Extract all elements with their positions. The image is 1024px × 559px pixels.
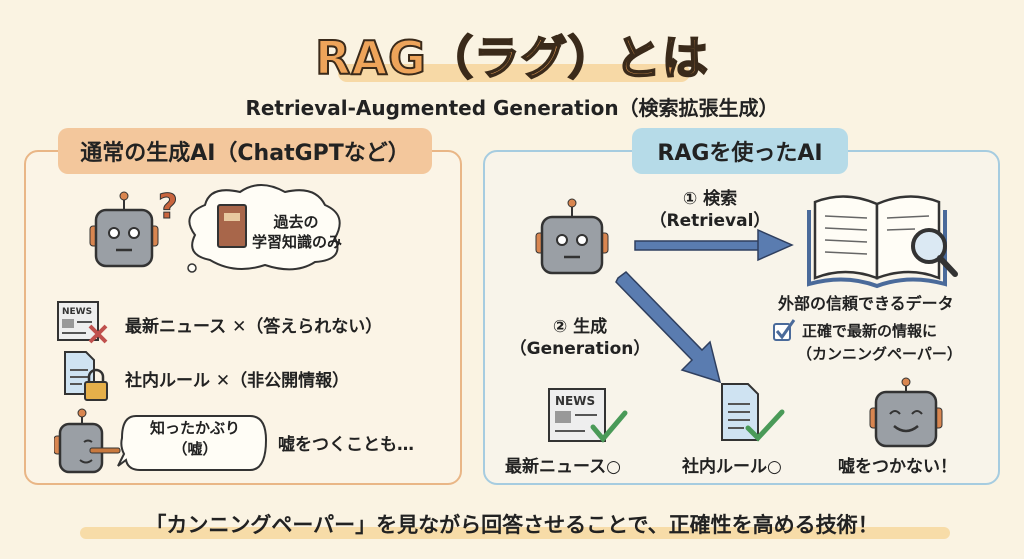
news-badge-text: NEWS [62, 307, 92, 317]
hallucination-text: 嘘をつくことも… [278, 435, 414, 455]
thought-cloud [187, 184, 341, 273]
subtitle: Retrieval-Augmented Generation（検索拡張生成） [245, 96, 779, 120]
flow-arrows [615, 228, 794, 384]
retrieval-arrow [634, 228, 794, 262]
external-data-label: 外部の信頼できるデータ [778, 294, 954, 313]
speech-bubble [117, 415, 268, 471]
bubble-text-line1: 知ったかぶり [149, 419, 240, 437]
check-icon [745, 409, 785, 442]
document-checked-icon [721, 383, 785, 442]
internal-rules-row: 社内ルール ✕（非公開情報） [125, 371, 350, 391]
step2-sub: （Generation） [509, 339, 651, 359]
smiling-robot-icon [869, 377, 943, 448]
footer-highlight [80, 527, 950, 539]
step1-label: ① 検索 [682, 189, 738, 209]
question-mark-icon: ? [158, 188, 178, 227]
generation-arrow [615, 271, 722, 384]
lock-icon [84, 381, 108, 401]
step1-sub: （Retrieval） [649, 211, 771, 231]
accurate-info-label: 正確で最新の情報に [802, 322, 938, 340]
rag-robot-icon [535, 198, 609, 275]
step2-label: ② 生成 [552, 317, 608, 337]
lying-robot-icon [54, 408, 121, 474]
check-icon [590, 410, 628, 443]
title-highlight [338, 64, 690, 82]
bubble-text-line2: （嘘） [172, 440, 218, 458]
news-badge-text: NEWS [555, 394, 595, 408]
cloud-text-line1: 過去の [273, 213, 319, 231]
cheat-sheet-label: （カンニングペーパー） [797, 345, 962, 363]
checkbox-checked-icon [773, 319, 796, 341]
rag-ai-header: RAGを使ったAI [632, 128, 848, 174]
result-no-lies: 嘘をつかない！ [838, 457, 957, 477]
long-nose [89, 447, 121, 454]
result-internal-rules: 社内ルール○ [682, 457, 782, 477]
confused-robot-icon: ? [89, 188, 178, 268]
page-title: RAG（ラグ）とは [314, 30, 709, 86]
open-book-magnifier-icon [807, 195, 958, 289]
latest-news-row: 最新ニュース ✕（答えられない） [125, 317, 383, 337]
news-checked-icon: NEWS [548, 388, 628, 443]
magnifier-icon [911, 228, 947, 264]
standard-ai-header: 通常の生成AI（ChatGPTなど） [58, 128, 432, 174]
book-icon [217, 204, 247, 248]
locked-document-icon [64, 351, 108, 401]
cross-icon [88, 324, 108, 344]
result-latest-news: 最新ニュース○ [505, 457, 621, 477]
footer-summary: 「カンニングペーパー」を見ながら回答させることで、正確性を高める技術！ [145, 513, 879, 537]
cloud-text-line2: 学習知識のみ [252, 233, 343, 251]
news-crossed-icon: NEWS [57, 301, 108, 344]
